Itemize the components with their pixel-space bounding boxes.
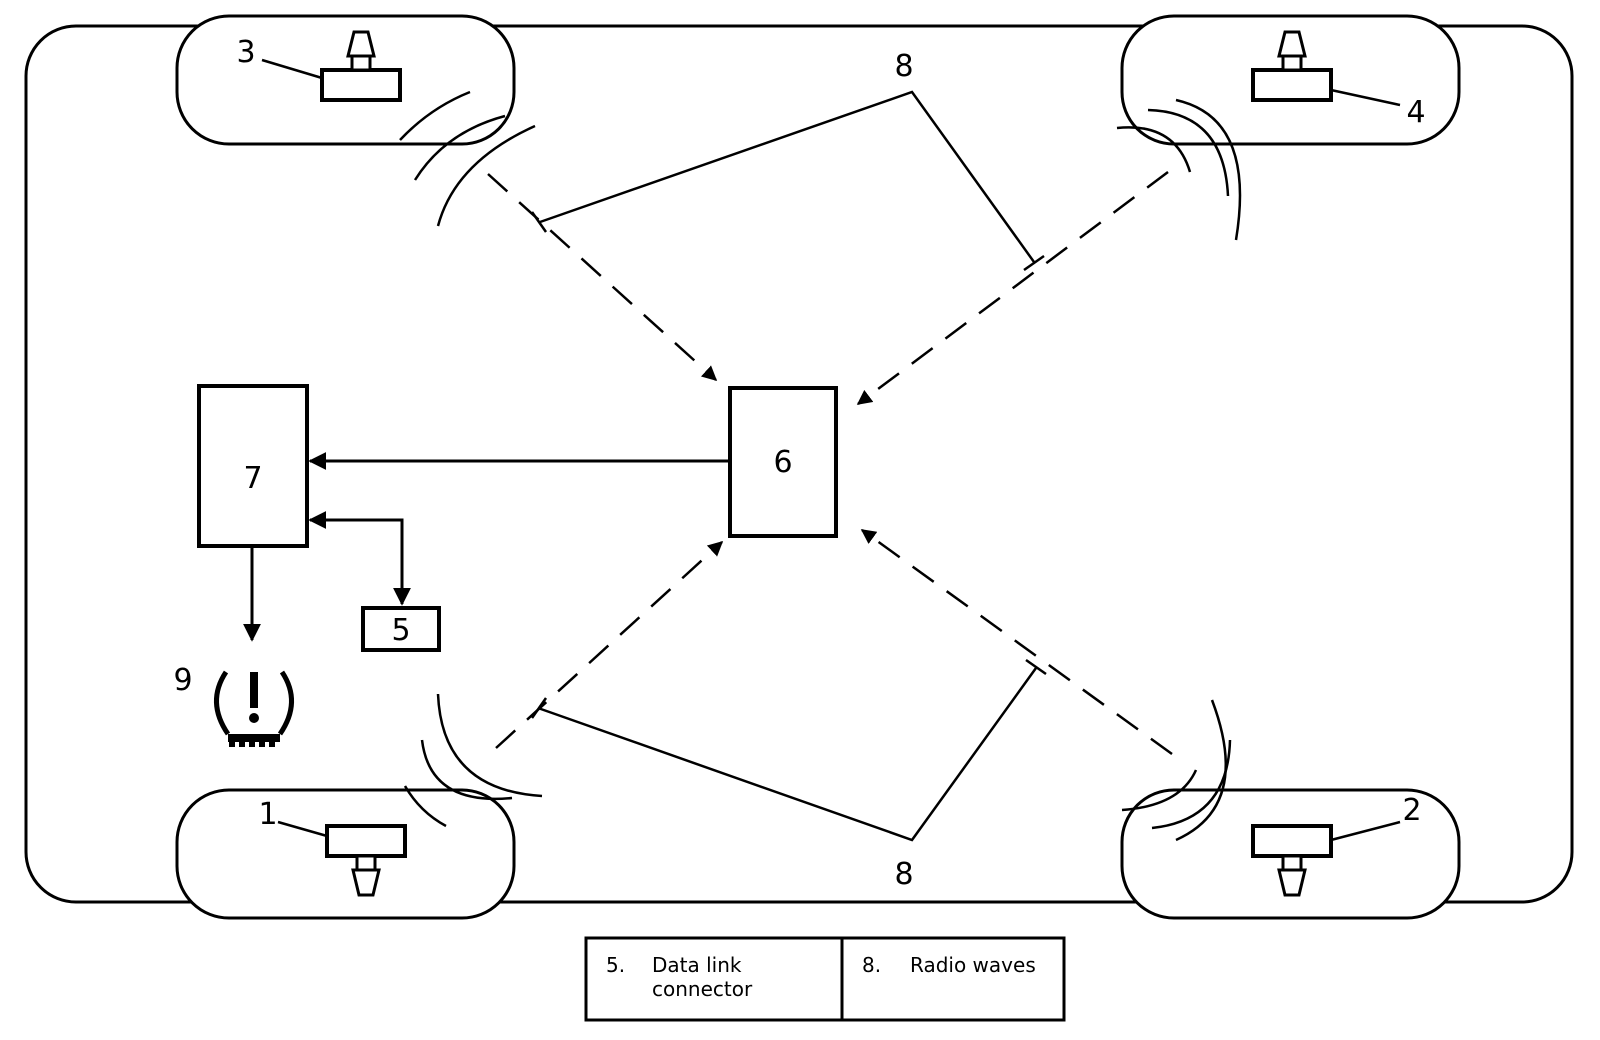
radio-waves-rear-left — [403, 693, 543, 828]
legend-item-2-text-line1: Radio waves — [910, 953, 1036, 977]
label-receiver: 6 — [773, 445, 792, 480]
leader-line-2 — [1330, 820, 1401, 842]
callout-radio-waves-bottom — [537, 667, 1038, 842]
signal-arrow-front-left — [487, 173, 718, 382]
tire-pressure-warning-icon — [214, 670, 294, 747]
radio-waves-rear-right — [1121, 699, 1232, 842]
sensor-front-right — [1251, 30, 1333, 102]
label-radio-waves-top: 8 — [894, 49, 913, 84]
radio-waves-front-left — [399, 90, 536, 227]
leader-line-3 — [261, 58, 323, 80]
label-sensor-3: 3 — [236, 35, 255, 70]
label-data-link-connector: 5 — [391, 613, 410, 648]
sensor-rear-left — [325, 824, 407, 897]
signal-arrow-front-right — [856, 170, 1169, 406]
label-sensor-1: 1 — [258, 797, 277, 832]
label-radio-waves-bottom: 8 — [894, 857, 913, 892]
callout-radio-waves-top — [539, 90, 1036, 263]
callout-tick-bottom-left — [530, 697, 548, 719]
arrow-module-data-link — [308, 511, 411, 606]
radio-waves-front-right — [1116, 98, 1242, 241]
sensor-rear-right — [1251, 824, 1333, 897]
callout-tick-top-right — [1023, 254, 1045, 272]
signal-arrow-rear-left — [495, 540, 724, 749]
legend-item-2-number: 8. — [862, 953, 881, 977]
vehicle-body-outline — [24, 24, 1574, 904]
sensor-front-left — [320, 30, 402, 102]
callout-tick-bottom-right — [1025, 658, 1047, 676]
leader-line-4 — [1330, 88, 1401, 107]
label-warning-lamp: 9 — [173, 663, 192, 698]
callout-tick-top-left — [530, 211, 548, 233]
label-sensor-4: 4 — [1406, 95, 1425, 130]
signal-arrow-rear-right — [860, 528, 1173, 756]
label-control-module: 7 — [243, 461, 262, 496]
legend-item-1-number: 5. — [606, 953, 625, 977]
legend-item-1-text-line2: connector — [652, 977, 753, 1001]
control-module-box — [197, 384, 309, 548]
legend-item-1-text-line1: Data link — [652, 953, 742, 977]
label-sensor-2: 2 — [1402, 793, 1421, 828]
data-link-connector-box — [361, 606, 441, 652]
legend-table: 5. Data link connector 8. Radio waves — [584, 936, 1066, 1022]
leader-line-1 — [277, 820, 328, 838]
